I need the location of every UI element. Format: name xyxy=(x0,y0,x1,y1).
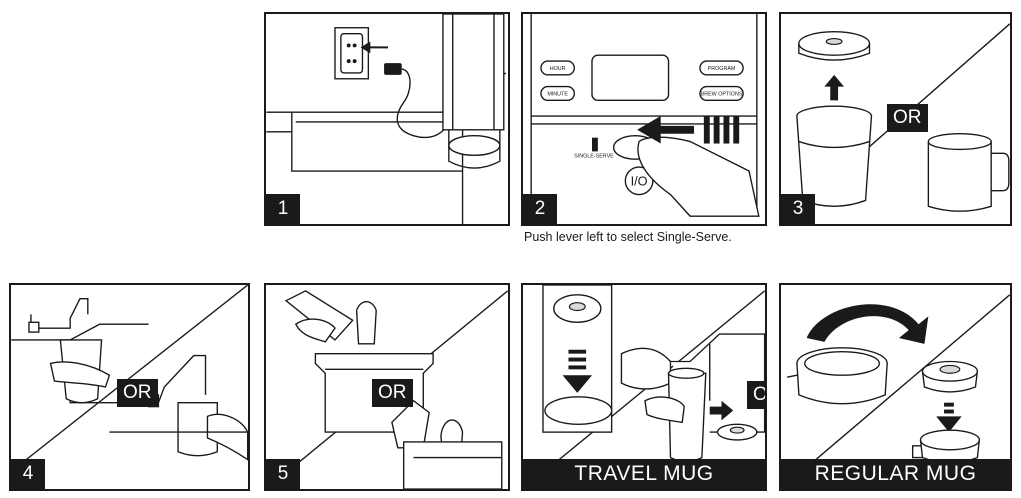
program-button-label: PROGRAM xyxy=(708,66,736,72)
regular-mug-label: REGULAR MUG xyxy=(781,459,1010,489)
control-panel-illustration: HOUR MINUTE PROGRAM BREW OPTIONS SINGLE-… xyxy=(530,14,760,217)
step-number: 3 xyxy=(781,194,815,224)
or-label: OR xyxy=(372,379,413,407)
step-number: 2 xyxy=(523,194,557,224)
or-label: OR xyxy=(887,104,928,132)
minute-button-label: MINUTE xyxy=(547,91,568,97)
brew-options-button-label: BREW OPTIONS xyxy=(701,91,743,97)
step-2-panel: HOUR MINUTE PROGRAM BREW OPTIONS SINGLE-… xyxy=(521,12,767,226)
step-number: 1 xyxy=(266,194,300,224)
hour-button-label: HOUR xyxy=(550,66,566,72)
step-number: 4 xyxy=(11,459,45,489)
fill-water-illustration xyxy=(11,285,248,472)
step-3-panel: OR 3 xyxy=(779,12,1012,226)
travel-mug-label: TRAVEL MUG xyxy=(523,459,765,489)
travel-mug-panel: OR TRAVEL MUG xyxy=(521,283,767,491)
step-number: 5 xyxy=(266,459,300,489)
or-label: OR xyxy=(747,381,765,409)
or-label: OR xyxy=(117,379,158,407)
step-2-caption: Push lever left to select Single-Serve. xyxy=(524,230,732,244)
plug-outlet-illustration xyxy=(266,14,507,224)
step-1-panel: 1 xyxy=(264,12,510,226)
travel-mug-or-mug-illustration xyxy=(781,23,1010,224)
travel-mug-placement-illustration xyxy=(523,285,765,489)
step-4-panel: OR 4 xyxy=(9,283,250,491)
power-button-label: I/O xyxy=(631,174,648,189)
regular-mug-panel: REGULAR MUG xyxy=(779,283,1012,491)
regular-mug-placement-illustration xyxy=(781,294,1010,489)
single-serve-label: SINGLE-SERVE xyxy=(574,153,614,159)
step-5-panel: OR 5 xyxy=(264,283,510,491)
